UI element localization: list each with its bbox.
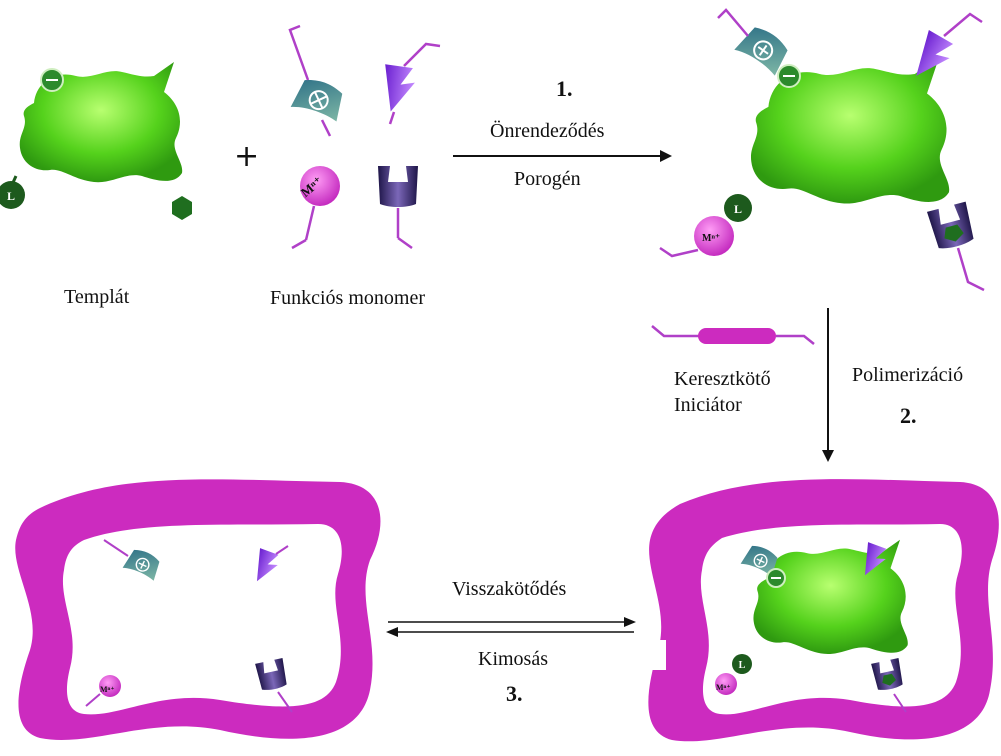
step3-number: 3. bbox=[506, 681, 523, 706]
complex-ligand-symbol: L bbox=[734, 202, 742, 216]
self-assembly-label: Önrendeződés bbox=[490, 120, 605, 142]
functional-monomer-label: Funkciós monomer bbox=[270, 287, 425, 309]
template-molecule: L bbox=[0, 62, 192, 220]
template-monomer-complex: L bbox=[659, 8, 985, 292]
imprinted-polymer-bound: L bbox=[648, 479, 999, 742]
step1-number: 1. bbox=[556, 76, 573, 101]
plus-sign: + bbox=[234, 139, 260, 174]
step2-number: 2. bbox=[900, 403, 917, 428]
porogen-label: Porogén bbox=[514, 168, 581, 190]
polymerization-label: Polimerizáció bbox=[852, 364, 964, 386]
crosslinker-glyph bbox=[651, 325, 815, 345]
initiator-label: Iniciátor bbox=[674, 394, 742, 416]
empty-metal-ion-label: Mⁿ⁺ bbox=[100, 685, 115, 694]
imprinted-polymer-empty bbox=[15, 479, 381, 740]
complex-metal-ion-label: Mⁿ⁺ bbox=[702, 233, 721, 244]
rebinding-label: Visszakötődés bbox=[452, 578, 567, 600]
washing-label: Kimosás bbox=[478, 648, 548, 670]
crosslinker-label: Keresztkötő bbox=[674, 368, 771, 390]
ligand-symbol: L bbox=[7, 189, 15, 203]
bound-metal-ion-label: Mⁿ⁺ bbox=[716, 683, 731, 692]
bound-ligand-symbol: L bbox=[739, 660, 746, 671]
functional-monomer-set bbox=[288, 24, 441, 250]
template-label: Templát bbox=[64, 286, 130, 308]
